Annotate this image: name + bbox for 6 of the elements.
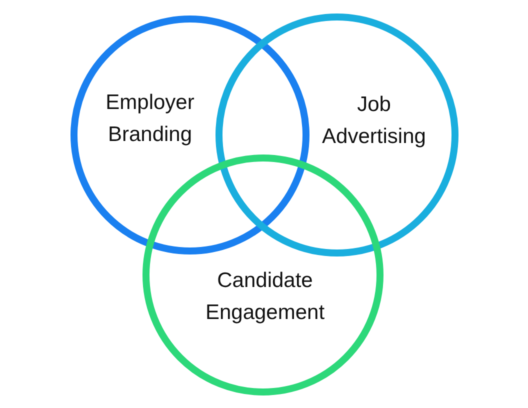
circle-label: Job Advertising bbox=[321, 92, 427, 150]
venn-circle bbox=[70, 15, 310, 255]
venn-circle bbox=[142, 154, 384, 396]
venn-circle bbox=[215, 13, 459, 257]
circle-label: Candidate Engagement bbox=[204, 268, 326, 326]
circle-label: Employer Branding bbox=[104, 90, 196, 148]
